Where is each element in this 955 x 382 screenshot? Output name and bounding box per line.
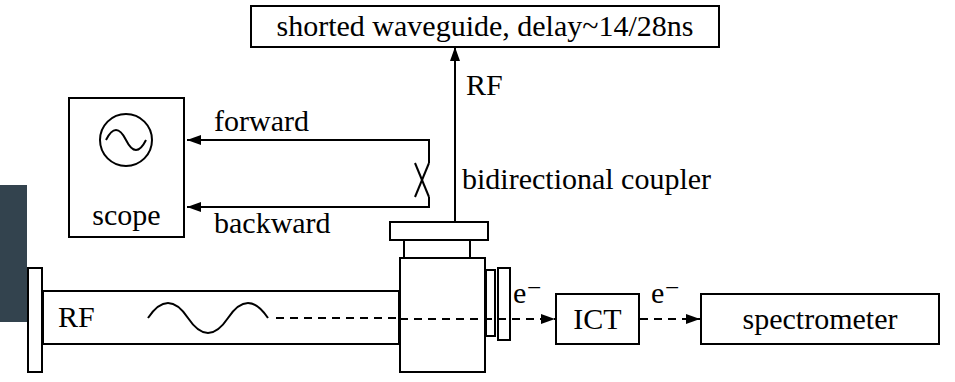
signal-label: backward [214, 206, 331, 241]
component-box: spectrometer [700, 293, 940, 345]
beam-arrow [400, 318, 555, 320]
component-name: scope [92, 198, 160, 233]
exit-flange [486, 270, 495, 336]
photo-fragment [0, 185, 27, 322]
component-name: ICT [573, 302, 621, 337]
coupler-port [404, 240, 470, 258]
rf-wave [148, 303, 268, 333]
component-name: spectrometer [743, 302, 898, 337]
forward-signal [187, 140, 429, 163]
component-box: scope [68, 97, 185, 238]
signal-label: RF [466, 68, 503, 103]
beam-path [276, 317, 400, 319]
rf-arrow [454, 47, 456, 222]
exit-flange [498, 268, 510, 340]
signal-label: forward [214, 104, 309, 139]
backward-signal [187, 197, 429, 207]
particle-label: e⁻ [650, 276, 681, 309]
port-flange [390, 222, 488, 240]
signal-label: bidirectional coupler [462, 162, 711, 197]
scope-wave [106, 130, 146, 150]
component-box: ICT [555, 293, 640, 345]
waveguide-flange [28, 268, 42, 372]
scope-symbol [100, 114, 152, 166]
component-box: RF [42, 290, 400, 345]
cavity-body [400, 258, 485, 372]
particle-label: e⁻ [512, 276, 543, 309]
coupler-symbol [415, 163, 429, 197]
component-name: shorted waveguide, delay~14/28ns [277, 9, 694, 44]
coupler-symbol [415, 163, 429, 197]
component-box: shorted waveguide, delay~14/28ns [250, 5, 720, 48]
beam-arrow [640, 318, 700, 320]
component-name: RF [58, 300, 95, 335]
